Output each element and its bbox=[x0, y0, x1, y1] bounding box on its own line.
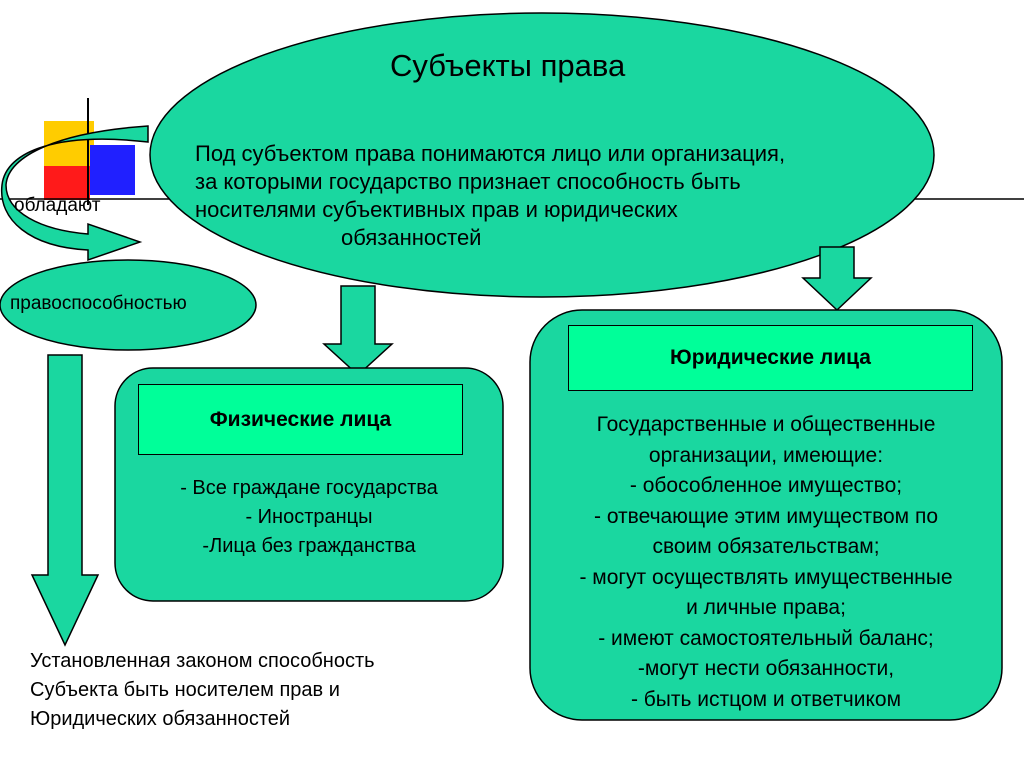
list-item: - Иностранцы bbox=[245, 506, 373, 528]
arrow-to-physical bbox=[322, 285, 394, 377]
list-item: -Лица без гражданства bbox=[202, 535, 416, 557]
curved-arrow-label: обладают bbox=[14, 195, 101, 216]
list-item: - имеют самостоятельный баланс; bbox=[598, 626, 934, 650]
curved-arrow bbox=[0, 125, 149, 262]
list-item: - отвечающие этим имуществом по bbox=[594, 504, 938, 528]
list-item: - Все граждане государства bbox=[180, 477, 438, 499]
juridical-persons-title: Юридические лица bbox=[568, 325, 973, 391]
definition-line: обязанностей bbox=[341, 225, 482, 250]
definition-line: Под субъектом права понимаются лицо или … bbox=[195, 141, 786, 166]
juridical-persons-box bbox=[529, 309, 1003, 721]
list-item: и личные права; bbox=[686, 596, 846, 619]
list-item: - могут осуществлять имущественные bbox=[579, 565, 953, 589]
deco-blue-square bbox=[90, 145, 135, 195]
capacity-down-arrow bbox=[30, 354, 100, 647]
main-title: Субъекты права bbox=[390, 48, 626, 83]
capacity-definition-line: Установленная законом способность bbox=[30, 650, 375, 672]
definition-line: за которыми государство признает способн… bbox=[195, 169, 741, 194]
capacity-definition-line: Юридических обязанностей bbox=[30, 708, 291, 730]
juridical-persons-list: Государственные и общественные организац… bbox=[530, 410, 1002, 715]
main-ellipse bbox=[149, 12, 935, 298]
definition-line: носителями субъективных прав и юридическ… bbox=[195, 197, 678, 222]
physical-persons-title-text: Физические лица bbox=[209, 407, 392, 431]
physical-persons-title: Физические лица bbox=[138, 384, 463, 455]
physical-persons-list: - Все граждане государства - Иностранцы … bbox=[115, 474, 503, 561]
list-item: Государственные и общественные bbox=[596, 413, 936, 436]
list-item: своим обязательствам; bbox=[652, 535, 880, 558]
juridical-persons-title-text: Юридические лица bbox=[670, 346, 871, 369]
capacity-definition: Установленная законом способность Субъек… bbox=[30, 647, 375, 734]
list-item: - быть истцом и ответчиком bbox=[630, 687, 902, 711]
capacity-ellipse bbox=[0, 259, 257, 351]
list-item: организации, имеющие: bbox=[648, 443, 884, 467]
arrow-to-juridical bbox=[801, 246, 873, 312]
deco-red-square bbox=[44, 166, 90, 200]
capacity-ellipse-label: правоспособностью bbox=[10, 293, 187, 314]
list-item: - обособленное имущество; bbox=[629, 474, 903, 497]
capacity-definition-line: Субъекта быть носителем прав и bbox=[30, 679, 340, 701]
list-item: -могут нести обязанности, bbox=[637, 657, 895, 680]
definition-text: Под субъектом права понимаются лицо или … bbox=[195, 140, 785, 252]
